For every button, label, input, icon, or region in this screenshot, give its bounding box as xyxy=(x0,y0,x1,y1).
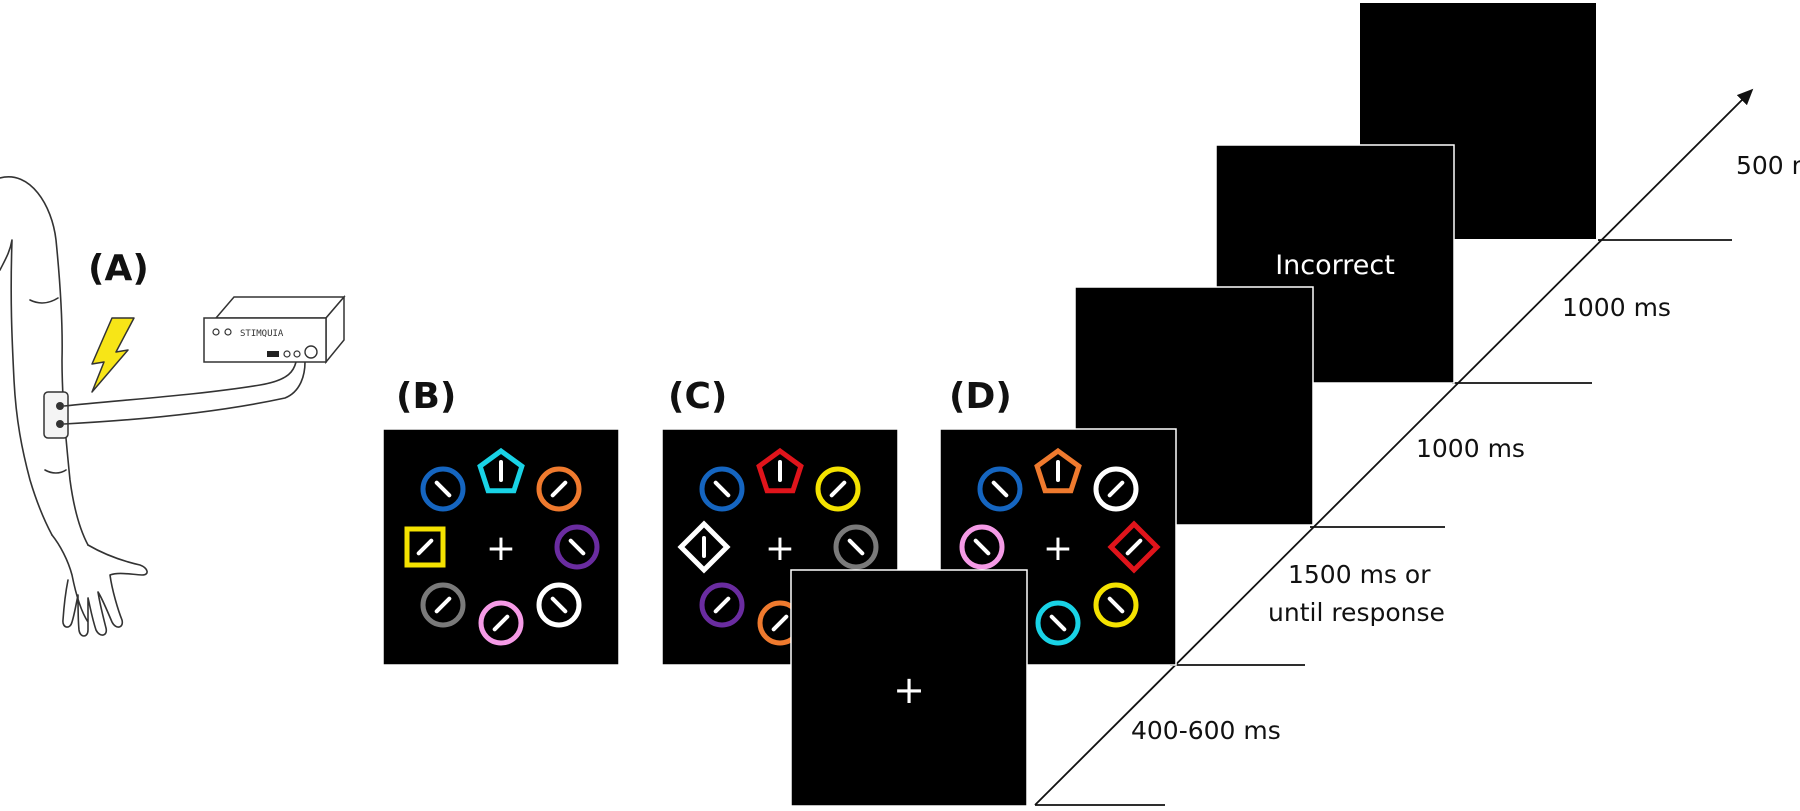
red-diamond-item xyxy=(1107,520,1161,574)
white-circle-item xyxy=(1093,466,1139,512)
hand-outline xyxy=(51,534,148,637)
device-name: STIMQUIA xyxy=(240,329,284,339)
inner-line-segment xyxy=(1049,614,1067,632)
inner-line-segment xyxy=(1107,480,1125,498)
red-pentagon-item xyxy=(756,447,804,494)
screen-fixation xyxy=(790,569,1028,807)
stimulator-device: STIMQUIA xyxy=(203,294,346,365)
pink-circle-item xyxy=(478,600,524,646)
lightning-icon xyxy=(91,317,135,393)
yellow-circle-item xyxy=(815,466,861,512)
fixation-cross: + xyxy=(1043,528,1073,569)
panel-c-label: (C) xyxy=(668,376,727,417)
electrode-cables xyxy=(63,361,306,425)
yellow-square-item xyxy=(404,526,446,568)
inner-line-segment xyxy=(847,538,865,556)
inner-line-segment xyxy=(713,596,731,614)
inner-line-segment xyxy=(434,480,452,498)
cyan-pentagon-item xyxy=(477,447,525,494)
timing-search-line2: until response xyxy=(1268,598,1445,627)
purple-circle-item xyxy=(699,582,745,628)
panel-a-label: (A) xyxy=(88,248,149,289)
white-diamond-item xyxy=(677,520,731,574)
panel-b-label: (B) xyxy=(396,376,456,417)
blue-circle-item xyxy=(420,466,466,512)
inner-line-segment xyxy=(416,538,434,556)
pink-circle-item xyxy=(959,524,1005,570)
blue-circle-item xyxy=(977,466,1023,512)
inner-line-segment xyxy=(991,480,1009,498)
inner-line-segment xyxy=(492,614,510,632)
timing-final-blank: 500 ms xyxy=(1736,151,1800,180)
fixation-cross: + xyxy=(765,528,795,569)
panel-a-illustration xyxy=(0,176,148,637)
arm-outline xyxy=(0,176,89,546)
feedback-text: Incorrect xyxy=(1275,250,1395,281)
timing-search-line1: 1500 ms or xyxy=(1288,560,1431,589)
timing-blank: 1000 ms xyxy=(1416,434,1525,463)
inner-line-segment xyxy=(1125,538,1143,556)
timeline-axis xyxy=(1034,88,1754,806)
fixation-cross: + xyxy=(893,668,925,712)
timing-feedback: 1000 ms xyxy=(1562,293,1671,322)
blue-circle-item xyxy=(699,466,745,512)
cyan-circle-item xyxy=(1035,600,1081,646)
inner-line-segment xyxy=(973,538,991,556)
gray-circle-item xyxy=(833,524,879,570)
timeline-arrow xyxy=(1034,88,1754,806)
inner-line-segment xyxy=(550,480,568,498)
inner-line-segment xyxy=(771,614,789,632)
orange-circle-item xyxy=(536,466,582,512)
gray-circle-item xyxy=(420,582,466,628)
orange-pentagon-item xyxy=(1034,447,1082,494)
electrode-pad xyxy=(43,391,69,439)
panel-d-label: (D) xyxy=(949,376,1012,417)
search-display-b: + xyxy=(382,428,620,666)
inner-line-segment xyxy=(550,596,568,614)
timing-fixation: 400-600 ms xyxy=(1131,716,1281,745)
white-circle-item xyxy=(536,582,582,628)
inner-line-segment xyxy=(829,480,847,498)
yellow-circle-item xyxy=(1093,582,1139,628)
purple-circle-item xyxy=(554,524,600,570)
inner-line-segment xyxy=(1107,596,1125,614)
inner-line-segment xyxy=(568,538,586,556)
inner-line-segment xyxy=(713,480,731,498)
inner-line-segment xyxy=(434,596,452,614)
fixation-cross: + xyxy=(486,528,516,569)
